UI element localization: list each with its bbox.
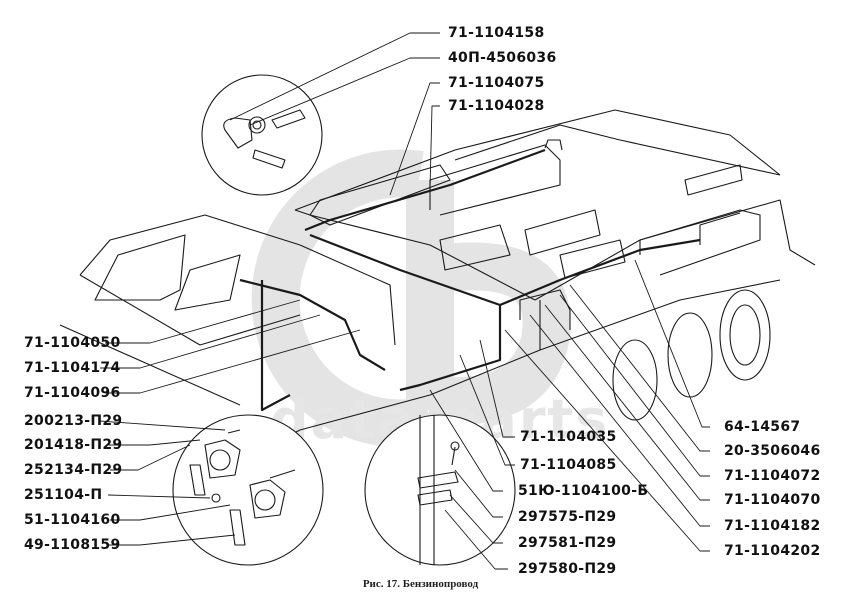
fuel-pipes <box>239 148 701 412</box>
inset-clamp-parts <box>417 415 460 565</box>
part-label: 251104-П <box>24 487 103 503</box>
part-label: 71-1104085 <box>520 457 617 473</box>
part-label: 71-1104182 <box>724 518 821 534</box>
inset-valves-parts <box>189 429 296 546</box>
part-label: 49-1108159 <box>24 537 121 553</box>
fuel-tank-upper <box>309 139 563 226</box>
part-label: 71-1104075 <box>448 75 545 91</box>
part-label: 51Ю-1104100-Б <box>518 483 649 499</box>
part-label: 40П-4506036 <box>448 50 557 66</box>
part-label: 200213-П29 <box>24 413 123 429</box>
part-label: 20-3506046 <box>724 443 821 459</box>
part-label: 71-1104158 <box>448 25 545 41</box>
cab-outline <box>59 214 396 406</box>
figure-caption: Рис. 17. Бензинопровод <box>362 578 479 590</box>
part-label: 51-1104160 <box>24 512 121 528</box>
part-label: 201418-П29 <box>24 437 123 453</box>
leader-lines <box>99 32 710 570</box>
inset-connector-parts <box>223 109 306 169</box>
part-label: 297581-П29 <box>518 535 617 551</box>
part-label: 71-1104202 <box>724 543 821 559</box>
part-label: 297580-П29 <box>518 561 617 577</box>
inset-connector <box>201 74 323 196</box>
part-label: 252134-П29 <box>24 462 123 478</box>
part-label: 71-1104096 <box>24 385 121 401</box>
part-label: 297575-П29 <box>518 509 617 525</box>
inset-valves <box>172 414 324 566</box>
part-label: 71-1104070 <box>724 492 821 508</box>
wheels <box>612 289 771 421</box>
part-label: 64-14567 <box>724 419 801 435</box>
part-label: 71-1104028 <box>448 98 545 114</box>
fuel-tank-lower <box>519 209 761 330</box>
part-label: 71-1104072 <box>724 468 821 484</box>
part-label: 71-1104035 <box>520 429 617 445</box>
inset-clamp <box>364 414 516 566</box>
part-label: 71-1104050 <box>24 335 121 351</box>
part-label: 71-1104174 <box>24 360 121 376</box>
